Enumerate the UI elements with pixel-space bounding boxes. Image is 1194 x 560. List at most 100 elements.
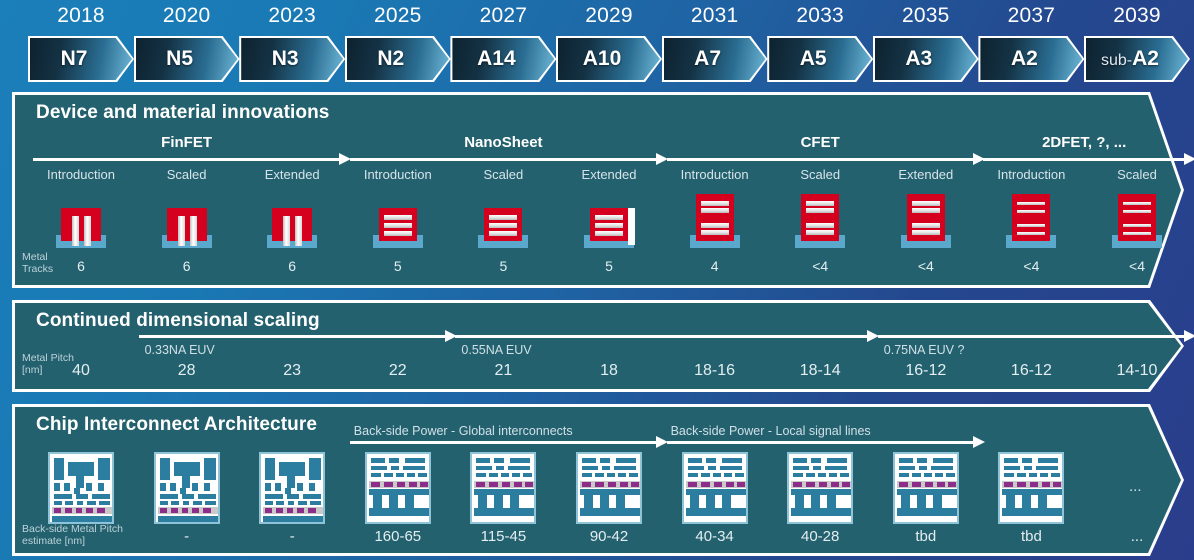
nano-device-e xyxy=(842,482,851,487)
backside-pitch-label-line2: estimate [nm] xyxy=(22,534,86,547)
2d-layer-3 xyxy=(1017,232,1046,235)
nano-device-c xyxy=(396,482,405,487)
mid-via-a xyxy=(159,483,166,491)
cfet-sheet-3 xyxy=(806,230,835,235)
interconnect-icon-frontside xyxy=(259,452,326,524)
signal-metal-4 xyxy=(582,466,598,470)
interconnect-icon-backside xyxy=(892,452,959,524)
nanosheet-0 xyxy=(595,215,623,220)
signal-metal-11 xyxy=(629,473,638,477)
signal-metal-11 xyxy=(1051,473,1061,477)
signal-metal-5 xyxy=(602,466,610,470)
generation-arrow-3 xyxy=(983,153,1194,165)
signal-metal-3 xyxy=(827,458,848,463)
signal-metal-10 xyxy=(723,473,732,477)
nano-device-a xyxy=(476,482,486,487)
signal-metal-3 xyxy=(616,458,636,463)
device-d xyxy=(297,508,305,513)
device-c xyxy=(76,508,82,513)
backside-pitch-value-2: - xyxy=(289,528,295,545)
node-chevron-a7[interactable]: A7 xyxy=(663,38,766,80)
nanosheet-2 xyxy=(489,231,518,236)
signal-metal-7 xyxy=(793,473,804,477)
node-chevron-a10[interactable]: A10 xyxy=(558,38,660,80)
metal-pitch-value-3: 22 xyxy=(388,362,407,379)
node-chevron-sub-a2[interactable]: sub-A2 xyxy=(1086,38,1188,80)
generation-arrow-2 xyxy=(666,153,985,165)
signal-metal-5 xyxy=(1024,466,1033,470)
generation-label-2: CFET xyxy=(800,134,840,151)
node-prefix: sub- xyxy=(1101,52,1133,69)
node-chevron-a3[interactable]: A3 xyxy=(874,38,977,80)
node-chevron-a14[interactable]: A14 xyxy=(452,38,555,80)
device-icon-nanosheet xyxy=(343,192,453,254)
node-label: N2 xyxy=(377,47,405,70)
dielectric-band xyxy=(157,507,218,514)
fine-metal-3 xyxy=(197,494,216,499)
metal-tracks-value-9: <4 xyxy=(1023,258,1040,274)
mid-via-d xyxy=(191,483,198,491)
nano-device-c xyxy=(1030,482,1039,487)
power-rail-1 xyxy=(689,495,699,512)
year-label-2027: 2027 xyxy=(479,4,528,27)
nanosheet-1 xyxy=(595,223,623,228)
stage-label-5: Extended xyxy=(581,167,637,182)
node-label: A2 xyxy=(1132,47,1159,70)
signal-metal-2 xyxy=(705,458,716,463)
device-gate-body xyxy=(272,208,313,246)
fine-metal-8 xyxy=(204,501,216,505)
fine-metal-4 xyxy=(54,501,62,505)
metal-pitch-value-0: 40 xyxy=(72,362,90,379)
fine-metal-6 xyxy=(77,501,83,505)
backside-contact-plane xyxy=(791,489,852,495)
metal-tracks-value-0: 6 xyxy=(77,258,85,274)
signal-metal-4 xyxy=(898,466,915,470)
metal-pitch-label-line1: Metal Pitch xyxy=(22,352,74,364)
interconnect-icon-placeholder: ... xyxy=(1129,478,1142,495)
interconnect-panel-title: Chip Interconnect Architecture xyxy=(36,414,318,435)
device-d xyxy=(86,508,93,513)
device-icon-nanosheet-ext xyxy=(554,192,664,254)
nano-device-d xyxy=(1042,482,1051,487)
signal-metal-4 xyxy=(476,466,493,470)
fine-metal-8 xyxy=(99,501,110,505)
signal-metal-10 xyxy=(829,473,838,477)
fine-metal-4 xyxy=(265,501,274,505)
device-gate-body xyxy=(906,194,945,241)
nano-device-d xyxy=(725,482,734,487)
device-c xyxy=(181,508,188,513)
power-rail-2 xyxy=(811,495,821,512)
device-b xyxy=(276,508,284,513)
signal-metal-4 xyxy=(1004,466,1021,470)
power-rail-2 xyxy=(916,495,926,512)
backside-contact-plane xyxy=(685,489,746,495)
metal-pitch-value-5: 18 xyxy=(600,362,618,379)
node-chevron-a5[interactable]: A5 xyxy=(769,38,872,80)
year-label-2025: 2025 xyxy=(374,4,422,27)
interconnect-icon-backside xyxy=(576,452,642,524)
node-chevron-n5[interactable]: N5 xyxy=(135,38,238,80)
node-chevron-n3[interactable]: N3 xyxy=(241,38,344,80)
device-panel-title: Device and material innovations xyxy=(36,102,330,123)
node-chevron-a2[interactable]: A2 xyxy=(980,38,1083,80)
2d-layer-1 xyxy=(1017,210,1046,213)
signal-metal-4 xyxy=(687,466,704,470)
device-e xyxy=(308,508,317,513)
signal-metal-6 xyxy=(402,466,425,470)
fin-0 xyxy=(72,216,79,246)
nano-device-c xyxy=(819,482,828,487)
fin-1 xyxy=(189,216,197,246)
signal-metal-2 xyxy=(600,458,610,463)
substrate xyxy=(52,516,112,522)
fine-metal-6 xyxy=(182,501,189,505)
upper-metal-right xyxy=(309,458,322,480)
nano-device-e xyxy=(736,482,745,487)
nano-device-e xyxy=(1053,482,1062,487)
2d-layer-0 xyxy=(1123,202,1151,205)
node-chevron-n7[interactable]: N7 xyxy=(30,38,132,80)
signal-metal-6 xyxy=(930,466,953,470)
node-chevron-n2[interactable]: N2 xyxy=(346,38,449,80)
fine-metal-2 xyxy=(76,494,88,499)
stage-label-0: Introduction xyxy=(47,167,115,182)
power-rail-1 xyxy=(900,495,910,512)
